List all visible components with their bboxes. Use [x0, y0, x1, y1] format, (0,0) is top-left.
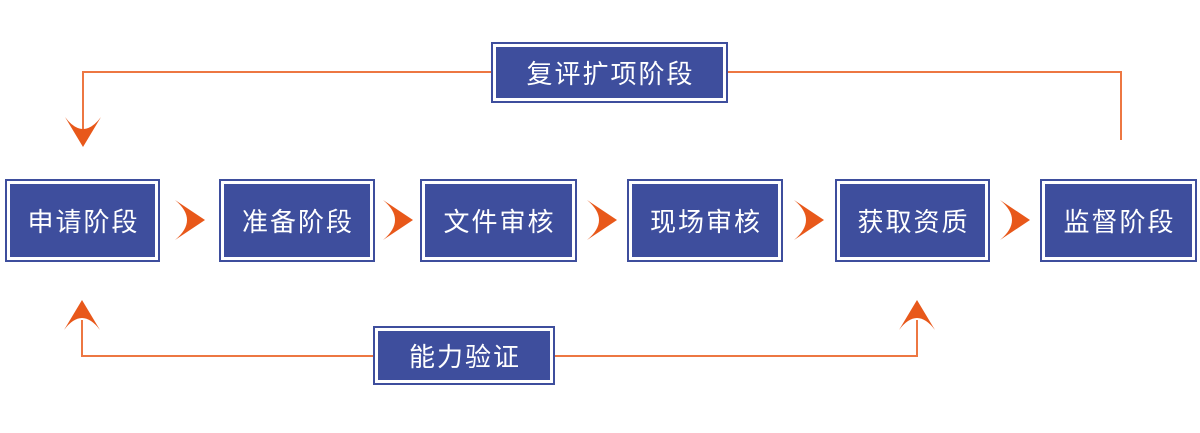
loop-box-proficiency-testing: 能力验证	[373, 326, 555, 385]
stage-label: 现场审核	[649, 207, 762, 237]
stage-box-document-review: 文件审核	[420, 179, 577, 262]
loop-box-proficiency-testing-fill: 能力验证	[378, 331, 550, 380]
flow-chevron-icon	[175, 200, 205, 240]
loop-box-reassessment: 复评扩项阶段	[491, 42, 728, 103]
stage-box-supervision-fill: 监督阶段	[1045, 184, 1192, 257]
stage-label: 准备阶段	[241, 207, 354, 237]
stage-box-preparation-fill: 准备阶段	[224, 184, 370, 257]
stage-box-document-review-fill: 文件审核	[425, 184, 572, 257]
stage-label: 监督阶段	[1063, 207, 1176, 237]
stage-box-application-fill: 申请阶段	[10, 184, 155, 257]
stage-box-onsite-review: 现场审核	[627, 179, 783, 262]
flow-chevron-icon	[1000, 200, 1030, 240]
stage-box-application: 申请阶段	[5, 179, 160, 262]
stage-box-qualification-fill: 获取资质	[840, 184, 985, 257]
stage-box-supervision: 监督阶段	[1040, 179, 1197, 262]
flow-chevron-icon	[383, 200, 413, 240]
loop-label: 能力验证	[408, 342, 521, 372]
loop-label: 复评扩项阶段	[526, 59, 695, 89]
flow-chevron-icon	[794, 200, 824, 240]
up-arrow-icon	[899, 300, 935, 330]
stage-box-qualification: 获取资质	[835, 179, 990, 262]
stage-label: 申请阶段	[27, 207, 140, 237]
up-arrow-icon	[64, 300, 100, 330]
loop-box-reassessment-fill: 复评扩项阶段	[496, 47, 723, 98]
stage-label: 获取资质	[857, 207, 970, 237]
stage-box-onsite-review-fill: 现场审核	[632, 184, 778, 257]
down-arrow-icon	[65, 117, 101, 147]
stage-label: 文件审核	[443, 207, 556, 237]
stage-box-preparation: 准备阶段	[219, 179, 375, 262]
flow-chevron-icon	[587, 200, 617, 240]
